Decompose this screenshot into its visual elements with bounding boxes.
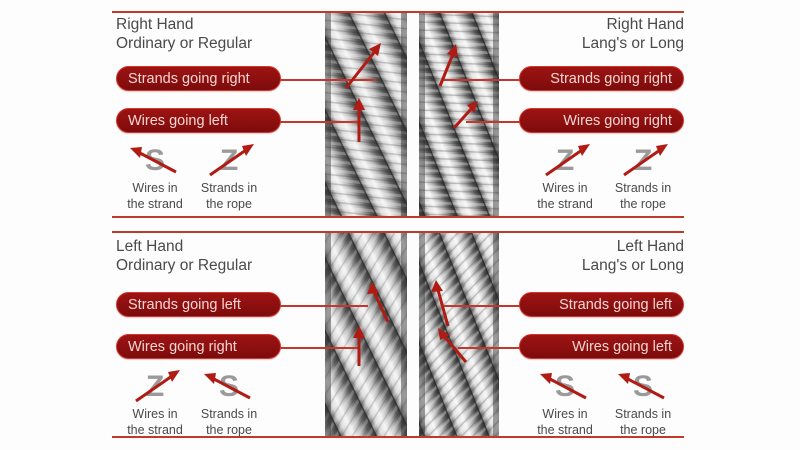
arrow-up-right-icon: [545, 144, 590, 177]
heading-line-1: Right Hand: [606, 16, 684, 33]
arrow-up-right-icon: [623, 144, 668, 177]
callout-pill-q1-strands[interactable]: Strands going right: [116, 66, 281, 91]
callout-label: Wires going right: [563, 112, 672, 129]
arrow-q1-strands: [344, 43, 381, 89]
legend-caption-line-2: the rope: [206, 422, 252, 437]
arrow-up-right-icon: [209, 144, 254, 177]
legend-caption-line-1: Strands in: [614, 407, 672, 421]
arrow-q1-wires: [353, 98, 365, 142]
arrow-q2-wires: [452, 101, 478, 130]
divider-top: [112, 11, 684, 13]
heading-line-1: Left Hand: [616, 238, 684, 255]
arrow-q2-strands: [438, 44, 458, 87]
legend-q1-wires: S Wires in the strand: [118, 142, 192, 211]
heading-line-2: Ordinary or Regular: [116, 35, 253, 52]
callout-label: Strands going left: [128, 296, 241, 313]
arrow-q4-wires: [438, 328, 468, 363]
callout-pill-q2-strands[interactable]: Strands going right: [519, 66, 684, 91]
callout-pill-q4-wires[interactable]: Wires going left: [519, 334, 684, 359]
legend-q3-strands: S Strands in the rope: [192, 368, 266, 437]
heading-line-2: Ordinary or Regular: [116, 257, 253, 274]
legend-glyph-box: Z: [118, 368, 192, 406]
legend-caption-line-2: the strand: [127, 422, 183, 437]
callout-pill-q3-strands[interactable]: Strands going left: [116, 292, 281, 317]
legend-caption-line-1: Wires in: [132, 407, 178, 421]
legend-glyph-box: Z: [192, 142, 266, 180]
legend-caption-line-1: Strands in: [200, 407, 258, 421]
quadrant-heading-left-hand-ordinary: Left Hand Ordinary or Regular: [116, 237, 252, 275]
leader-line-q3-wires: [268, 347, 358, 349]
callout-label: Wires going left: [572, 338, 672, 355]
leader-line-q2-strands: [444, 79, 534, 81]
quadrant-heading-left-hand-langs: Left Hand Lang's or Long: [500, 237, 684, 275]
divider-middle-upper: [112, 216, 684, 218]
legend-glyph-box: S: [192, 368, 266, 406]
leader-line-q4-wires: [458, 347, 534, 349]
rope-bottom-left: [325, 233, 407, 437]
arrow-q4-strands: [431, 280, 450, 327]
legend-q4-wires: S Wires in the strand: [528, 368, 602, 437]
divider-middle-lower: [112, 231, 684, 233]
heading-line-1: Right Hand: [116, 16, 194, 33]
heading-line-1: Left Hand: [116, 238, 184, 255]
legend-caption-line-2: the rope: [206, 196, 252, 211]
arrow-up-left-icon: [618, 373, 665, 400]
heading-line-2: Lang's or Long: [581, 257, 684, 274]
callout-pill-q3-wires[interactable]: Wires going right: [116, 334, 281, 359]
legend-caption-line-2: the strand: [127, 196, 183, 211]
legend-q3-wires: Z Wires in the strand: [118, 368, 192, 437]
legend-glyph-box: Z: [606, 142, 680, 180]
legend-caption-line-2: the strand: [537, 196, 593, 211]
legend-glyph-box: S: [528, 368, 602, 406]
rope-top-right: [419, 12, 499, 217]
leader-line-q2-wires: [466, 121, 534, 123]
callout-label: Strands going left: [559, 296, 672, 313]
legend-glyph-box: S: [118, 142, 192, 180]
callout-label: Strands going right: [128, 70, 250, 87]
callout-pill-q2-wires[interactable]: Wires going right: [519, 108, 684, 133]
legend-glyph-box: S: [606, 368, 680, 406]
legend-caption-line-1: Wires in: [542, 181, 588, 195]
callout-label: Wires going left: [128, 112, 228, 129]
quadrant-heading-right-hand-ordinary: Right Hand Ordinary or Regular: [116, 15, 252, 53]
arrow-q3-strands: [367, 282, 390, 323]
legend-caption-line-1: Strands in: [614, 181, 672, 195]
arrow-up-right-icon: [135, 370, 180, 403]
rope-top-left: [325, 12, 407, 217]
callout-pill-q4-strands[interactable]: Strands going left: [519, 292, 684, 317]
divider-bottom: [112, 436, 684, 438]
leader-line-q1-strands: [268, 79, 376, 81]
rope-bottom-right: [419, 233, 499, 437]
legend-q2-strands: Z Strands in the rope: [606, 142, 680, 211]
leader-line-q1-wires: [268, 121, 358, 123]
callout-label: Wires going right: [128, 338, 237, 355]
legend-caption-line-1: Strands in: [200, 181, 258, 195]
arrow-up-left-icon: [130, 147, 177, 174]
legend-caption-line-2: the rope: [620, 422, 666, 437]
legend-caption-line-2: the strand: [537, 422, 593, 437]
legend-q1-strands: Z Strands in the rope: [192, 142, 266, 211]
quadrant-heading-right-hand-langs: Right Hand Lang's or Long: [500, 15, 684, 53]
arrow-up-left-icon: [540, 373, 587, 400]
legend-caption-line-1: Wires in: [132, 181, 178, 195]
legend-glyph-box: Z: [528, 142, 602, 180]
arrow-q3-wires: [353, 326, 365, 366]
legend-caption-line-2: the rope: [620, 196, 666, 211]
heading-line-2: Lang's or Long: [581, 35, 684, 52]
arrow-up-left-icon: [204, 373, 251, 400]
callout-label: Strands going right: [550, 70, 672, 87]
leader-line-q4-strands: [444, 305, 534, 307]
callout-pill-q1-wires[interactable]: Wires going left: [116, 108, 281, 133]
legend-caption-line-1: Wires in: [542, 407, 588, 421]
legend-q4-strands: S Strands in the rope: [606, 368, 680, 437]
leader-line-q3-strands: [268, 305, 368, 307]
legend-q2-wires: Z Wires in the strand: [528, 142, 602, 211]
